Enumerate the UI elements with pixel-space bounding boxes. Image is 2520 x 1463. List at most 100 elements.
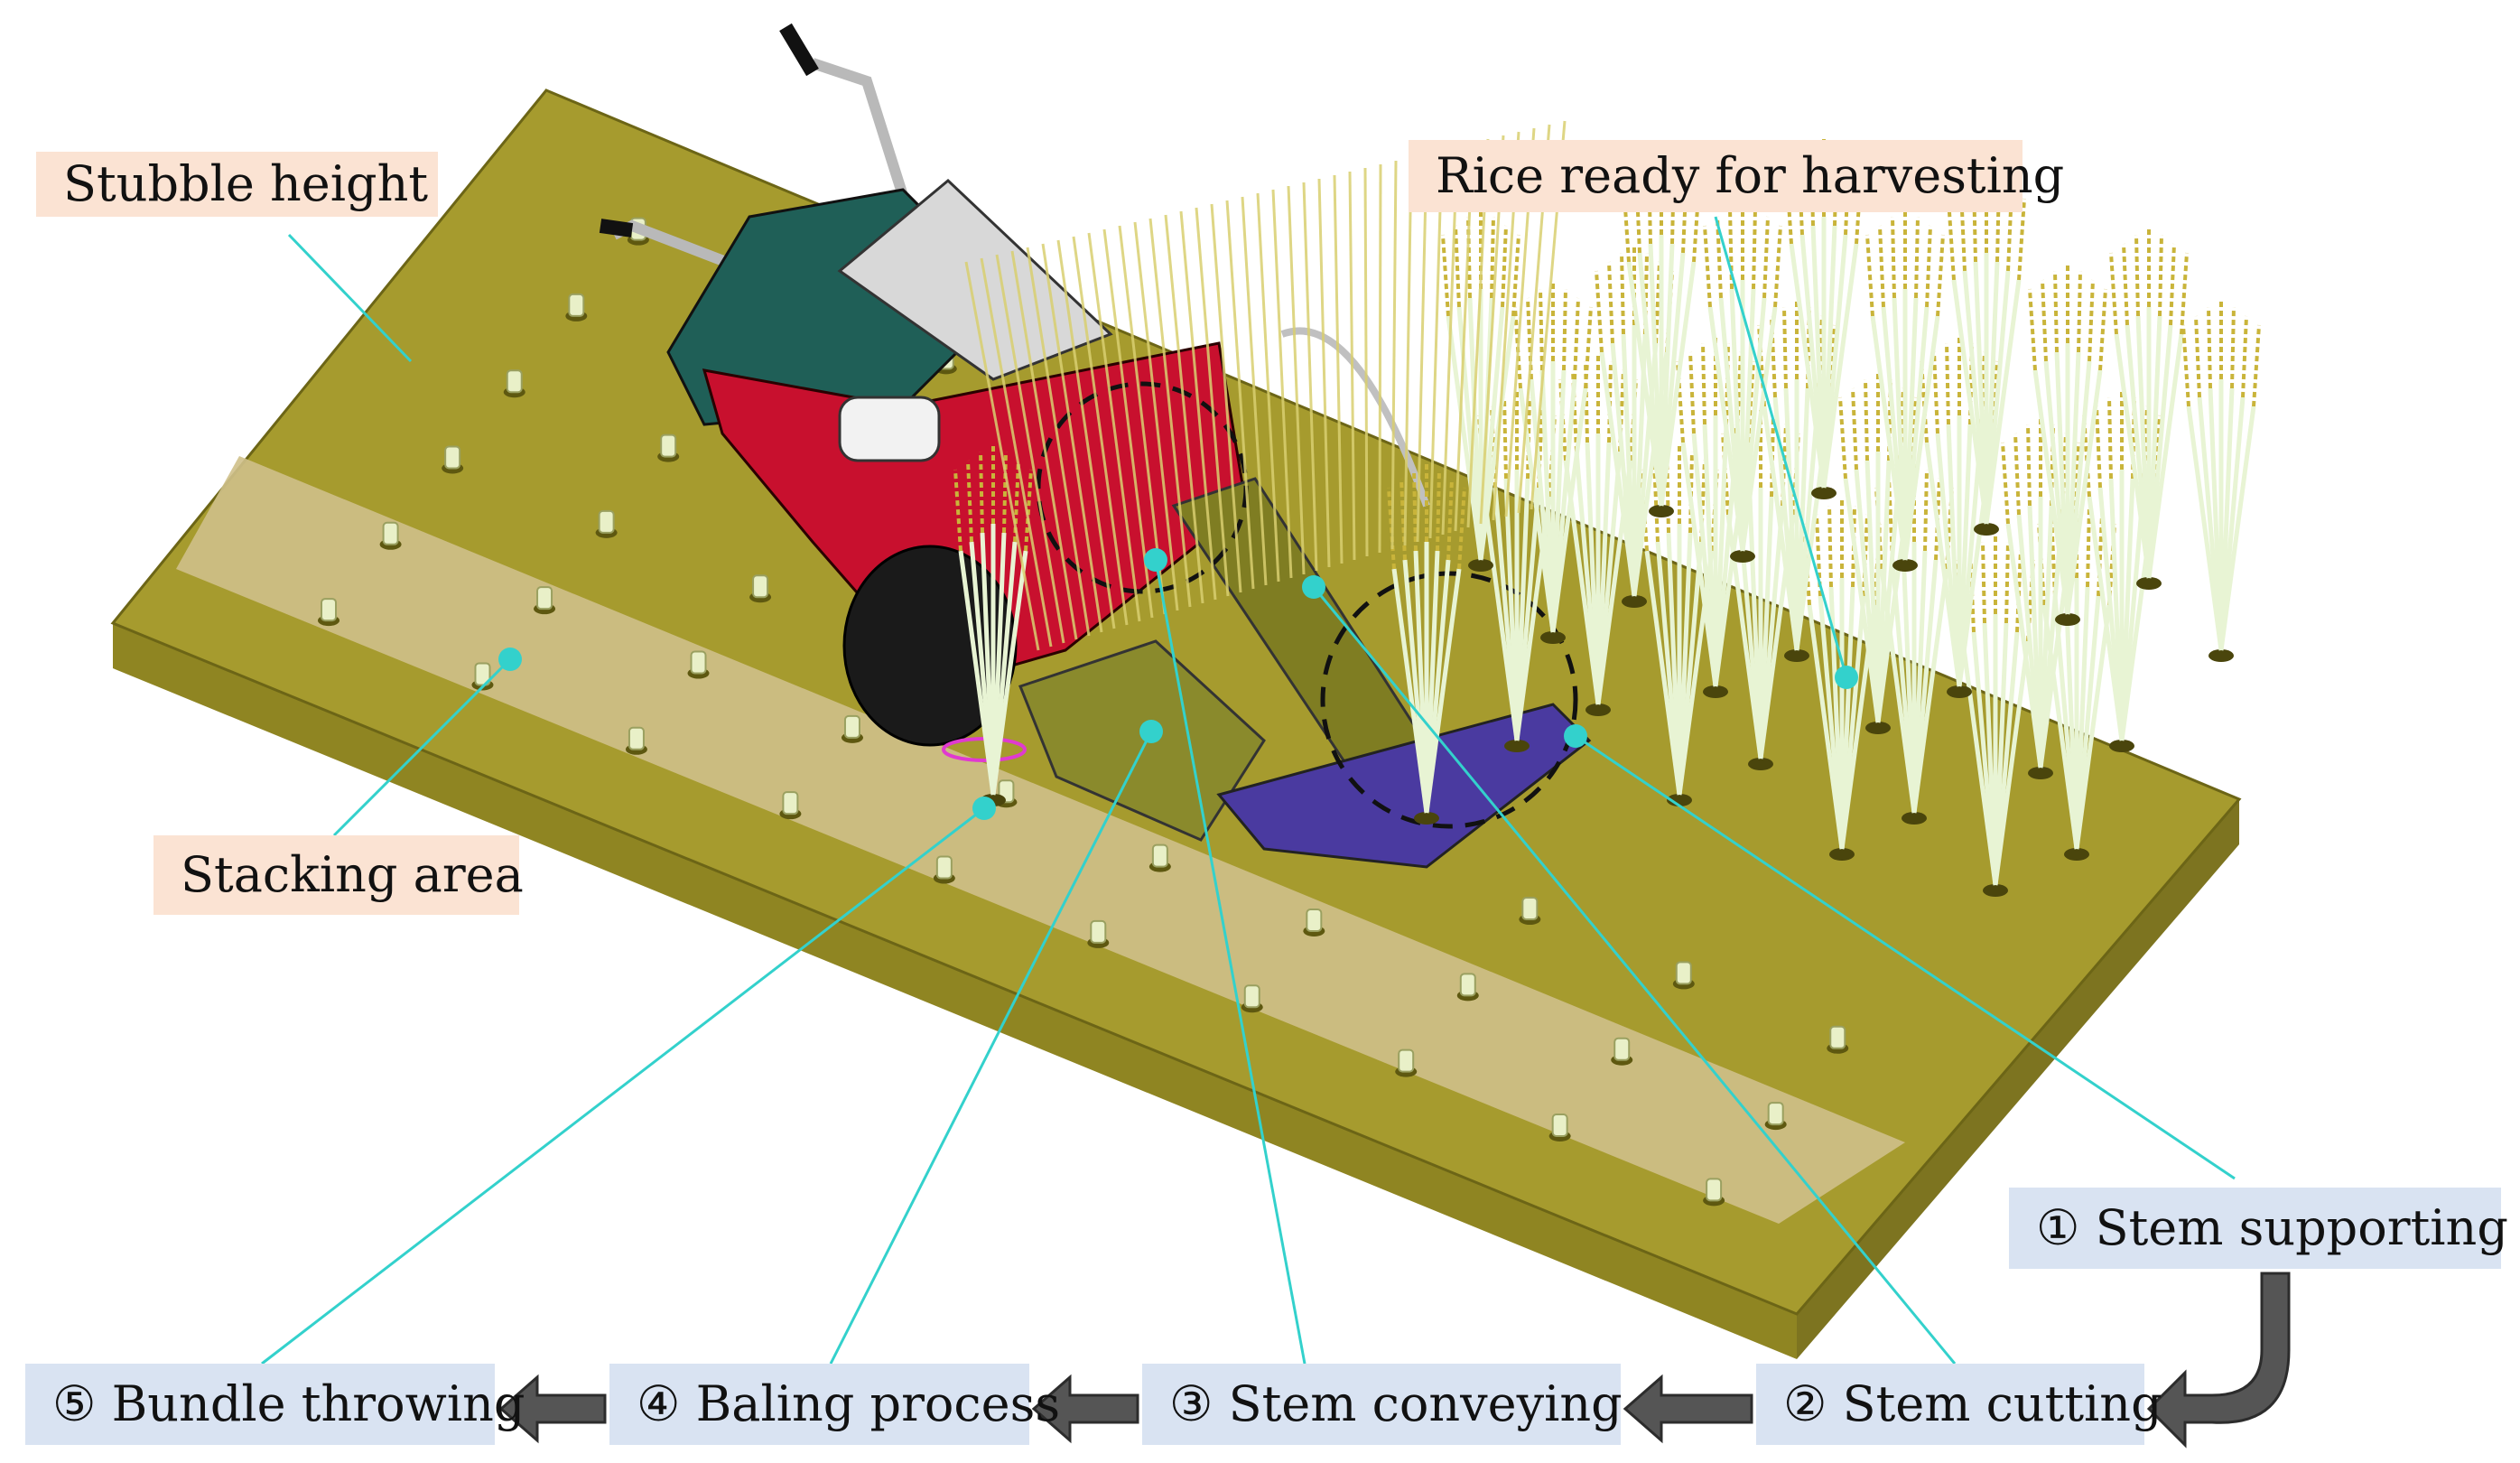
stubble-stem (935, 855, 953, 880)
rice-panicle (2158, 234, 2163, 317)
rice-panicle (1851, 387, 1858, 471)
stubble-stem (1151, 843, 1168, 868)
rice-stem (2218, 405, 2256, 651)
rice-panicle (1654, 261, 1661, 344)
field-side-front (113, 623, 1797, 1359)
rice-panicle (1688, 351, 1696, 434)
step-3-label: Stem conveying (1228, 1375, 1623, 1432)
rice-panicle (1412, 469, 1418, 552)
stubble-stem (321, 598, 338, 622)
rice-hole (2064, 848, 2089, 861)
rice-panicle (2017, 198, 2026, 281)
rice-stem (1902, 315, 1940, 561)
rice-panicle (1945, 342, 1950, 425)
stubble-stem (660, 433, 677, 458)
stubble-stem (1551, 1113, 1568, 1137)
stubble-stem (1675, 961, 1692, 985)
stubble-stem (536, 586, 553, 610)
dot-stacking (498, 648, 522, 671)
rice-hole (1983, 884, 2008, 897)
rice-panicle (2230, 306, 2236, 389)
harvested-stalk (1403, 156, 1413, 546)
harvested-stalk (980, 257, 1053, 648)
rice-panicle (1936, 234, 1945, 317)
harvested-stalk (1390, 160, 1398, 550)
purple-cutter (1216, 703, 1592, 869)
rice-hole (2136, 577, 2162, 590)
rice-panicle (1773, 225, 1782, 308)
dot-step1 (1564, 724, 1587, 748)
harvested-stalk (1133, 221, 1179, 611)
dot-rice (1835, 666, 1858, 689)
rice-stem (2065, 369, 2103, 615)
rice-panicle (2107, 396, 2113, 480)
rice-panicle (2207, 306, 2212, 389)
rice-panicle (1782, 306, 1788, 389)
rice-hole (1504, 740, 1530, 752)
step-3-number: ③ (1169, 1375, 1214, 1432)
stubble-stem (506, 369, 523, 394)
rice-stem (990, 550, 1028, 796)
harvested-stalk (1010, 250, 1078, 640)
rice-stem (1659, 261, 1697, 507)
harvested-stalk (1148, 218, 1192, 608)
rice-panicle (1914, 216, 1920, 299)
rice-stem (1821, 243, 1859, 489)
step-1-number: ① (2036, 1199, 2080, 1256)
rice-panicle (2001, 442, 2010, 525)
rice-panicle (1399, 478, 1407, 561)
stubble-stem (1243, 984, 1260, 1009)
rice-panicle (2134, 234, 2140, 317)
rice-panicle (1511, 234, 1520, 317)
leader-stacking (332, 657, 512, 837)
stubble-stem (444, 445, 461, 470)
step-2-stem-cutting: ② Stem cutting (1756, 1364, 2162, 1445)
harvested-stalk (1195, 207, 1230, 597)
harvested-stalk (964, 261, 1040, 651)
harvested-stalk (1026, 247, 1091, 637)
harvested-stalk (1416, 153, 1428, 543)
rice-panicle (1762, 216, 1770, 299)
stubble-stem (1613, 1037, 1631, 1061)
rice-panicle (1703, 225, 1712, 308)
rice-stem (1993, 640, 2031, 886)
step-4-baling-process: ④ Baling process (609, 1364, 1060, 1445)
harvested-stalk (1348, 171, 1356, 561)
wheel (842, 545, 1018, 747)
rice-hole (2208, 649, 2234, 662)
step-5-number: ⑤ (52, 1375, 97, 1432)
rice-panicle (966, 460, 973, 543)
harvested-stalk (1363, 167, 1369, 557)
harvested-stalk (1256, 192, 1280, 582)
rice-stem (1424, 568, 1462, 814)
rice-stem (2074, 604, 2112, 850)
harvested-stalk (1241, 196, 1268, 586)
stubble-stem (568, 293, 585, 317)
arrow-2-to-3 (1623, 1374, 1753, 1444)
stubble-stem (1829, 1025, 1846, 1049)
leader-step4 (829, 731, 1153, 1365)
rice-panicle (953, 469, 962, 552)
rice-panicle (1620, 252, 1625, 335)
arrow-4-to-5 (498, 1374, 607, 1444)
rice-panicle (1716, 216, 1723, 299)
harvested-stalk (1302, 182, 1318, 572)
stubble-stem (1767, 1102, 1784, 1126)
harvested-stalk (1041, 243, 1103, 633)
rice-panicle (1024, 469, 1033, 552)
stubble-stem (1706, 1178, 1723, 1202)
step-5-label: Bundle throwing (111, 1375, 525, 1432)
leader-stubble (287, 233, 413, 363)
rice-panicle (2004, 541, 2010, 624)
harvested-stalk (1164, 214, 1204, 604)
rice-panicle (1607, 261, 1614, 344)
rice-panicle (1752, 207, 1757, 290)
harvested-stalk (1225, 200, 1255, 590)
white-cylinder (838, 396, 941, 462)
rice-hole (1622, 595, 1647, 608)
rice-panicle (2180, 252, 2189, 335)
step-2-label: Stem cutting (1842, 1375, 2162, 1432)
rice-panicle (1981, 541, 1986, 624)
stubble-stem (1521, 897, 1539, 921)
rice-stem (1478, 315, 1516, 561)
